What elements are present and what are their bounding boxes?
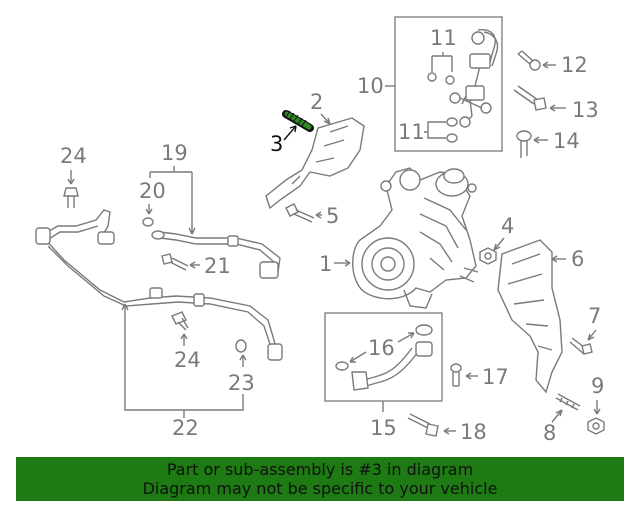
callout-5: 5 [326, 204, 339, 228]
callout-9: 9 [591, 374, 604, 398]
callout-21: 21 [204, 254, 231, 278]
bolt-18 [407, 413, 439, 437]
bolt-14 [516, 130, 532, 158]
callout-7: 7 [588, 304, 601, 328]
info-banner: Part or sub-assembly is #3 in diagram Di… [16, 457, 624, 501]
coolant-line-22 [35, 209, 283, 361]
callout-1: 1 [319, 252, 332, 276]
oil-feed-line [449, 29, 499, 128]
bolt-12 [517, 50, 541, 71]
nut-4 [479, 247, 497, 265]
callout-22: 22 [172, 416, 199, 440]
bolt-13 [513, 85, 547, 111]
oil-return-line [335, 324, 433, 391]
washer-20 [142, 217, 154, 227]
callout-11-upper: 11 [430, 26, 457, 50]
callout-14: 14 [553, 129, 580, 153]
callout-23: 23 [228, 371, 255, 395]
callout-16: 16 [368, 336, 395, 360]
washer [446, 117, 458, 127]
oil-line-19 [151, 230, 281, 279]
washer [427, 72, 437, 82]
bolt-24-upper [63, 187, 79, 208]
callout-20: 20 [139, 179, 166, 203]
bolt-21 [161, 253, 189, 271]
callout-19: 19 [161, 141, 188, 165]
heat-shield-6 [497, 239, 563, 394]
callout-3: 3 [270, 132, 283, 156]
turbocharger-1 [352, 167, 479, 309]
callout-17: 17 [482, 365, 509, 389]
group-box-10 [394, 16, 503, 152]
callout-4: 4 [501, 214, 514, 238]
heat-shield-2 [265, 117, 365, 210]
callout-24-upper: 24 [60, 144, 87, 168]
stud-3-highlighted [282, 110, 314, 132]
callout-24-lower: 24 [174, 348, 201, 372]
washer [445, 75, 455, 85]
callout-18: 18 [460, 420, 487, 444]
banner-line-1: Part or sub-assembly is #3 in diagram [166, 460, 474, 479]
nut-9 [587, 417, 605, 435]
parts-diagram: 10 11 11 12 13 14 [35, 16, 605, 445]
callout-10: 10 [357, 74, 384, 98]
stud-8 [555, 393, 581, 411]
bolt-5 [285, 203, 315, 223]
washer-23 [235, 339, 247, 353]
callout-12: 12 [561, 53, 588, 77]
callout-8: 8 [543, 421, 556, 445]
callout-2: 2 [310, 90, 323, 114]
bolt-17 [450, 363, 462, 387]
washer [446, 133, 458, 143]
banner-line-2: Diagram may not be specific to your vehi… [142, 479, 498, 498]
bolt-7 [569, 337, 593, 355]
callout-6: 6 [571, 247, 584, 271]
callout-13: 13 [572, 98, 599, 122]
callout-15: 15 [370, 416, 397, 440]
callout-11-lower: 11 [398, 120, 425, 144]
bolt-24-lower [171, 311, 189, 331]
